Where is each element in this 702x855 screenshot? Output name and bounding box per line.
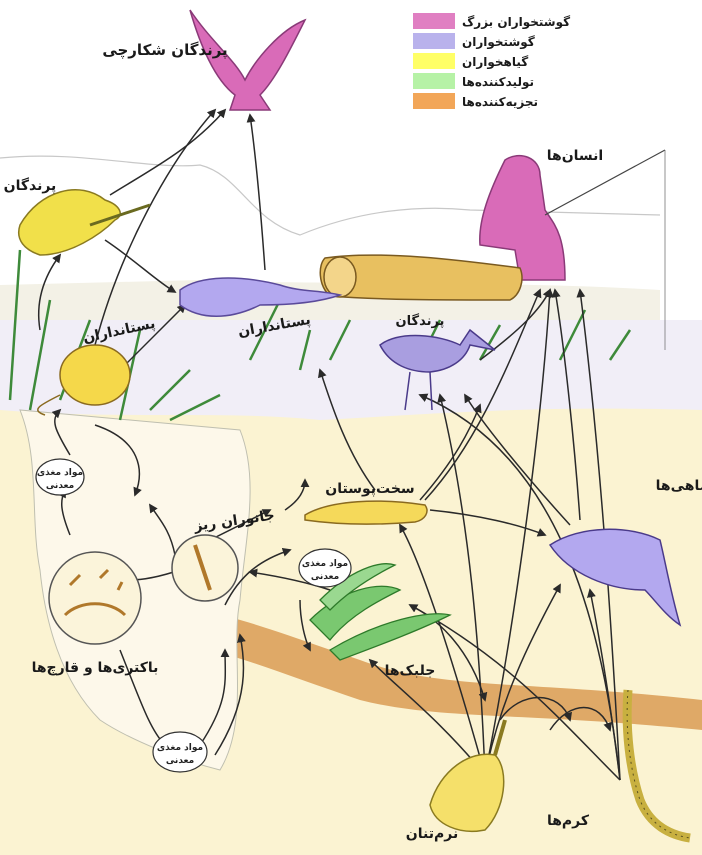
nutrient-node-top-left: مواد مغذی معدنی (36, 459, 84, 495)
nutrient-line1: مواد مغذی (302, 559, 348, 569)
legend-swatch (413, 73, 455, 89)
legend-swatch (413, 33, 455, 49)
legend-label: تجزیه‌کننده‌ها (462, 95, 538, 109)
label-birds-left: پرندگان (4, 177, 57, 194)
legend: گوشتخواران بزرگ گوشتخواران گیاهخواران تو… (413, 13, 570, 109)
label-humans: انسان‌ها (547, 148, 603, 164)
nutrient-node-mid: مواد مغذی معدنی (299, 549, 351, 587)
arrow (110, 110, 225, 195)
legend-label: گوشتخواران (462, 35, 535, 50)
legend-label: گیاهخواران (462, 55, 528, 70)
label-worms: کرم‌ها (547, 813, 590, 829)
log (320, 255, 522, 300)
bacteria-circle (49, 552, 141, 644)
label-birds-of-prey: پرندگان شکارچی (102, 41, 227, 60)
hawk (190, 10, 305, 110)
legend-swatch (413, 13, 455, 29)
nutrient-line2: معدنی (46, 481, 74, 491)
label-birds-water: پرندگان (396, 313, 445, 329)
label-algae: جلبک‌ها (385, 663, 436, 679)
small-animals-circle (172, 535, 238, 601)
nutrient-node-bottom: مواد مغذی معدنی (153, 732, 207, 772)
legend-label: گوشتخواران بزرگ (462, 14, 570, 30)
legend-swatch (413, 93, 455, 109)
arrow (250, 115, 265, 270)
nutrient-line2: معدنی (311, 572, 339, 582)
legend-swatch (413, 53, 455, 69)
nutrient-line1: مواد مغذی (37, 468, 83, 478)
label-bacteria-fungi: باکتری‌ها و قارچ‌ها (32, 660, 159, 676)
nutrient-line1: مواد مغذی (157, 743, 203, 753)
label-crustaceans: سخت‌پوستان (325, 481, 414, 497)
label-molluscs: نرم‌تنان (406, 826, 458, 842)
nutrient-line2: معدنی (166, 756, 194, 766)
label-fish: ماهی‌ها (656, 478, 702, 494)
legend-label: تولیدکننده‌ها (462, 75, 534, 90)
